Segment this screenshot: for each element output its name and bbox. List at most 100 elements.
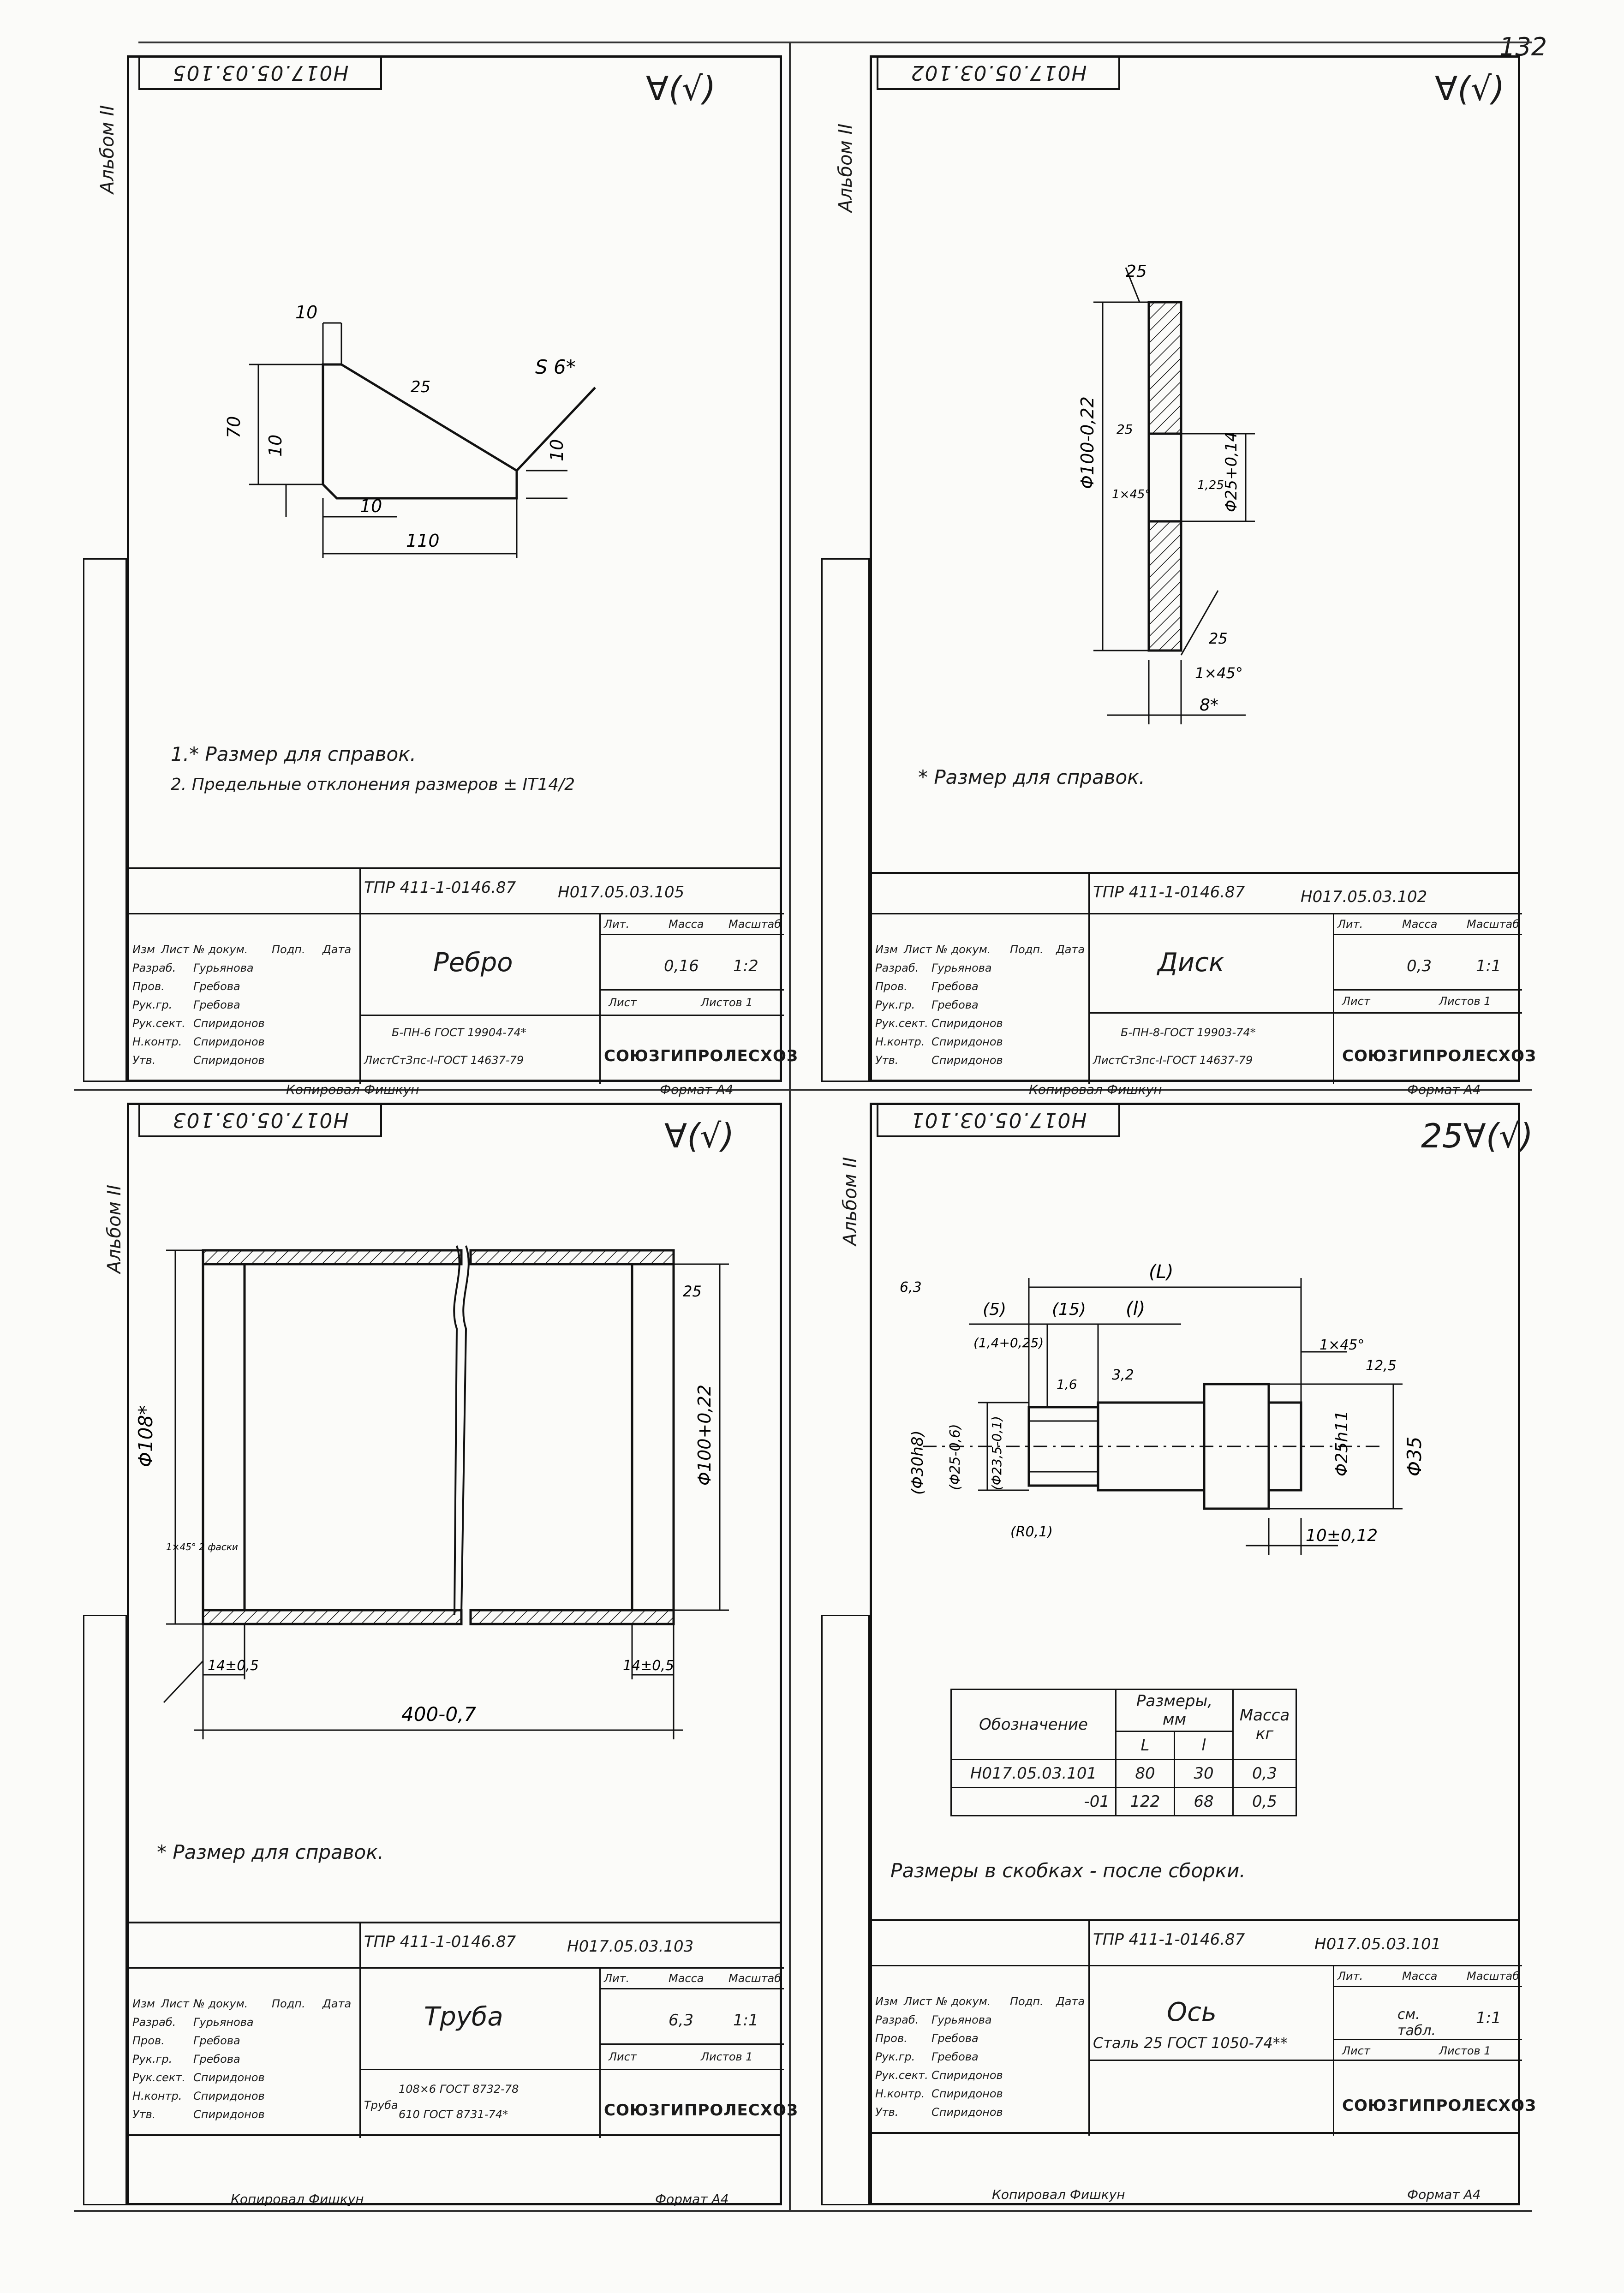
drawing-frame bbox=[127, 1103, 782, 2205]
sheet-divider-vertical bbox=[789, 42, 791, 2210]
material-label: Лист bbox=[1093, 1054, 1121, 1067]
note-1: Размеры в скобках - после сборки. bbox=[890, 1859, 1246, 1882]
role-6: Утв. bbox=[132, 2108, 156, 2121]
sheet-bottom-edge bbox=[74, 2210, 1532, 2212]
name-3: Гребова bbox=[193, 998, 240, 1011]
designation: Н017.05.03.101 bbox=[1314, 1935, 1441, 1953]
role-5: Н.контр. bbox=[132, 1035, 182, 1048]
role-2: Пров. bbox=[132, 2034, 165, 2047]
header-izm: Изм bbox=[875, 943, 898, 956]
copied-by: Копировал Фишкун bbox=[231, 2191, 364, 2207]
sheets-label: Листов 1 bbox=[1439, 2044, 1491, 2057]
album-label: Альбом II bbox=[104, 1184, 125, 1273]
table-cell: 0,3 bbox=[1232, 1759, 1297, 1788]
rotated-code-stamp: Н017.05.03.102 bbox=[877, 55, 1120, 90]
header-list: Лист bbox=[161, 1997, 189, 2010]
material-label: Лист bbox=[364, 1054, 392, 1067]
rotated-code-stamp: Н017.05.03.105 bbox=[138, 55, 382, 90]
mass-value: 0,16 bbox=[664, 957, 699, 975]
scale-header: Масштаб bbox=[1467, 1970, 1520, 1982]
sheet-label: Лист bbox=[1342, 2044, 1370, 2057]
roughness-sign: ∀(√) bbox=[646, 69, 716, 108]
material-line-2: 610 ГОСТ 8731-74* bbox=[399, 2108, 508, 2121]
name-2: Гребова bbox=[931, 980, 979, 993]
title-block: ТПР 411-1-0146.87 Н017.05.03.103 Труба Л… bbox=[127, 1922, 798, 2138]
side-stamp-strip bbox=[821, 558, 870, 1082]
material-line-2: Ст3пс-I-ГОСТ 14637-79 bbox=[1121, 1054, 1253, 1067]
header-date: Дата bbox=[1056, 943, 1085, 956]
mass-value: 0,3 bbox=[1407, 957, 1432, 975]
role-5: Н.контр. bbox=[875, 1035, 925, 1048]
table-header-designation: Обозначение bbox=[950, 1689, 1116, 1760]
lit-header: Лит. bbox=[604, 1972, 630, 1985]
name-6: Спиридонов bbox=[193, 1054, 265, 1067]
side-stamp-strip bbox=[83, 558, 127, 1082]
part-name: Труба bbox=[424, 2002, 503, 2032]
name-5: Спиридонов bbox=[193, 1035, 265, 1048]
table-row: Н017.05.03.101 80 30 0,3 bbox=[950, 1759, 1297, 1788]
scale-header: Масштаб bbox=[1467, 918, 1520, 931]
sheet-label: Лист bbox=[1342, 995, 1370, 1008]
designation: Н017.05.03.105 bbox=[558, 883, 685, 902]
role-1: Разраб. bbox=[132, 961, 176, 974]
header-doc: № докум. bbox=[193, 1997, 248, 2010]
header-list: Лист bbox=[904, 943, 932, 956]
name-4: Спиридонов bbox=[931, 2069, 1003, 2082]
lit-header: Лит. bbox=[1337, 1970, 1363, 1982]
organization: СОЮЗГИПРОЛЕСХОЗ bbox=[604, 1047, 799, 1065]
sheet-label: Лист bbox=[609, 996, 637, 1009]
role-2: Пров. bbox=[875, 980, 908, 993]
header-izm: Изм bbox=[132, 1997, 155, 2010]
variants-table: Обозначение Размеры, мм Масса кг L l Н01… bbox=[950, 1689, 1297, 1816]
rotated-code-stamp: Н017.05.03.103 bbox=[138, 1103, 382, 1137]
header-izm: Изм bbox=[875, 1995, 898, 2008]
role-3: Рук.гр. bbox=[875, 2050, 915, 2063]
table-cell: 122 bbox=[1115, 1787, 1175, 1816]
copied-by: Копировал Фишкун bbox=[992, 2187, 1125, 2202]
mass-value: 6,3 bbox=[669, 2011, 694, 2030]
note-2: 2. Предельные отклонения размеров ± IT14… bbox=[171, 775, 575, 794]
copied-by: Копировал Фишкун bbox=[286, 1082, 419, 1097]
role-6: Утв. bbox=[132, 1054, 156, 1067]
drawing-frame bbox=[870, 1103, 1520, 2205]
name-1: Гурьянова bbox=[931, 961, 992, 974]
header-sign: Подп. bbox=[272, 943, 305, 956]
role-2: Пров. bbox=[875, 2032, 908, 2045]
format-label: Формат А4 bbox=[1407, 1082, 1481, 1097]
copied-by: Копировал Фишкун bbox=[1029, 1082, 1162, 1097]
name-3: Гребова bbox=[931, 998, 979, 1011]
title-block: ТПР 411-1-0146.87 Н017.05.03.105 Ребро Л… bbox=[127, 867, 798, 1084]
header-doc: № докум. bbox=[193, 943, 248, 956]
format-label: Формат А4 bbox=[660, 1082, 734, 1097]
mass-value: см. табл. bbox=[1397, 2006, 1436, 2039]
role-5: Н.контр. bbox=[875, 2087, 925, 2100]
side-stamp-strip bbox=[83, 1615, 127, 2205]
album-label: Альбом II bbox=[835, 123, 856, 212]
table-header-dimensions: Размеры, мм bbox=[1115, 1689, 1234, 1732]
sheet-label: Лист bbox=[609, 2050, 637, 2063]
role-1: Разраб. bbox=[875, 2013, 919, 2026]
header-list: Лист bbox=[161, 943, 189, 956]
scale-header: Масштаб bbox=[728, 1972, 782, 1985]
table-subheader-l: l bbox=[1174, 1731, 1234, 1760]
material-line-2: Ст3пс-I-ГОСТ 14637-79 bbox=[392, 1054, 524, 1067]
name-4: Спиридонов bbox=[193, 1017, 265, 1030]
table-cell: Н017.05.03.101 bbox=[950, 1759, 1116, 1788]
mass-header: Масса bbox=[669, 1972, 704, 1985]
table-row: -01 122 68 0,5 bbox=[950, 1787, 1297, 1816]
role-4: Рук.сект. bbox=[875, 2069, 928, 2082]
project-code: ТПР 411-1-0146.87 bbox=[364, 1933, 516, 1951]
header-doc: № докум. bbox=[936, 1995, 991, 2008]
name-5: Спиридонов bbox=[931, 1035, 1003, 1048]
header-sign: Подп. bbox=[272, 1997, 305, 2010]
note-1: 1.* Размер для справок. bbox=[171, 743, 416, 765]
table-header-mass: Масса кг bbox=[1232, 1689, 1297, 1760]
title-block: ТПР 411-1-0146.87 Н017.05.03.102 Диск Ли… bbox=[870, 872, 1536, 1084]
material-label: Труба bbox=[364, 2099, 398, 2112]
lit-header: Лит. bbox=[1337, 918, 1363, 931]
scale-value: 1:1 bbox=[1476, 957, 1501, 975]
role-6: Утв. bbox=[875, 1054, 899, 1067]
material-line-1: Сталь 25 ГОСТ 1050-74** bbox=[1093, 2034, 1288, 2052]
name-2: Гребова bbox=[931, 2032, 979, 2045]
organization: СОЮЗГИПРОЛЕСХОЗ bbox=[1342, 1047, 1537, 1065]
